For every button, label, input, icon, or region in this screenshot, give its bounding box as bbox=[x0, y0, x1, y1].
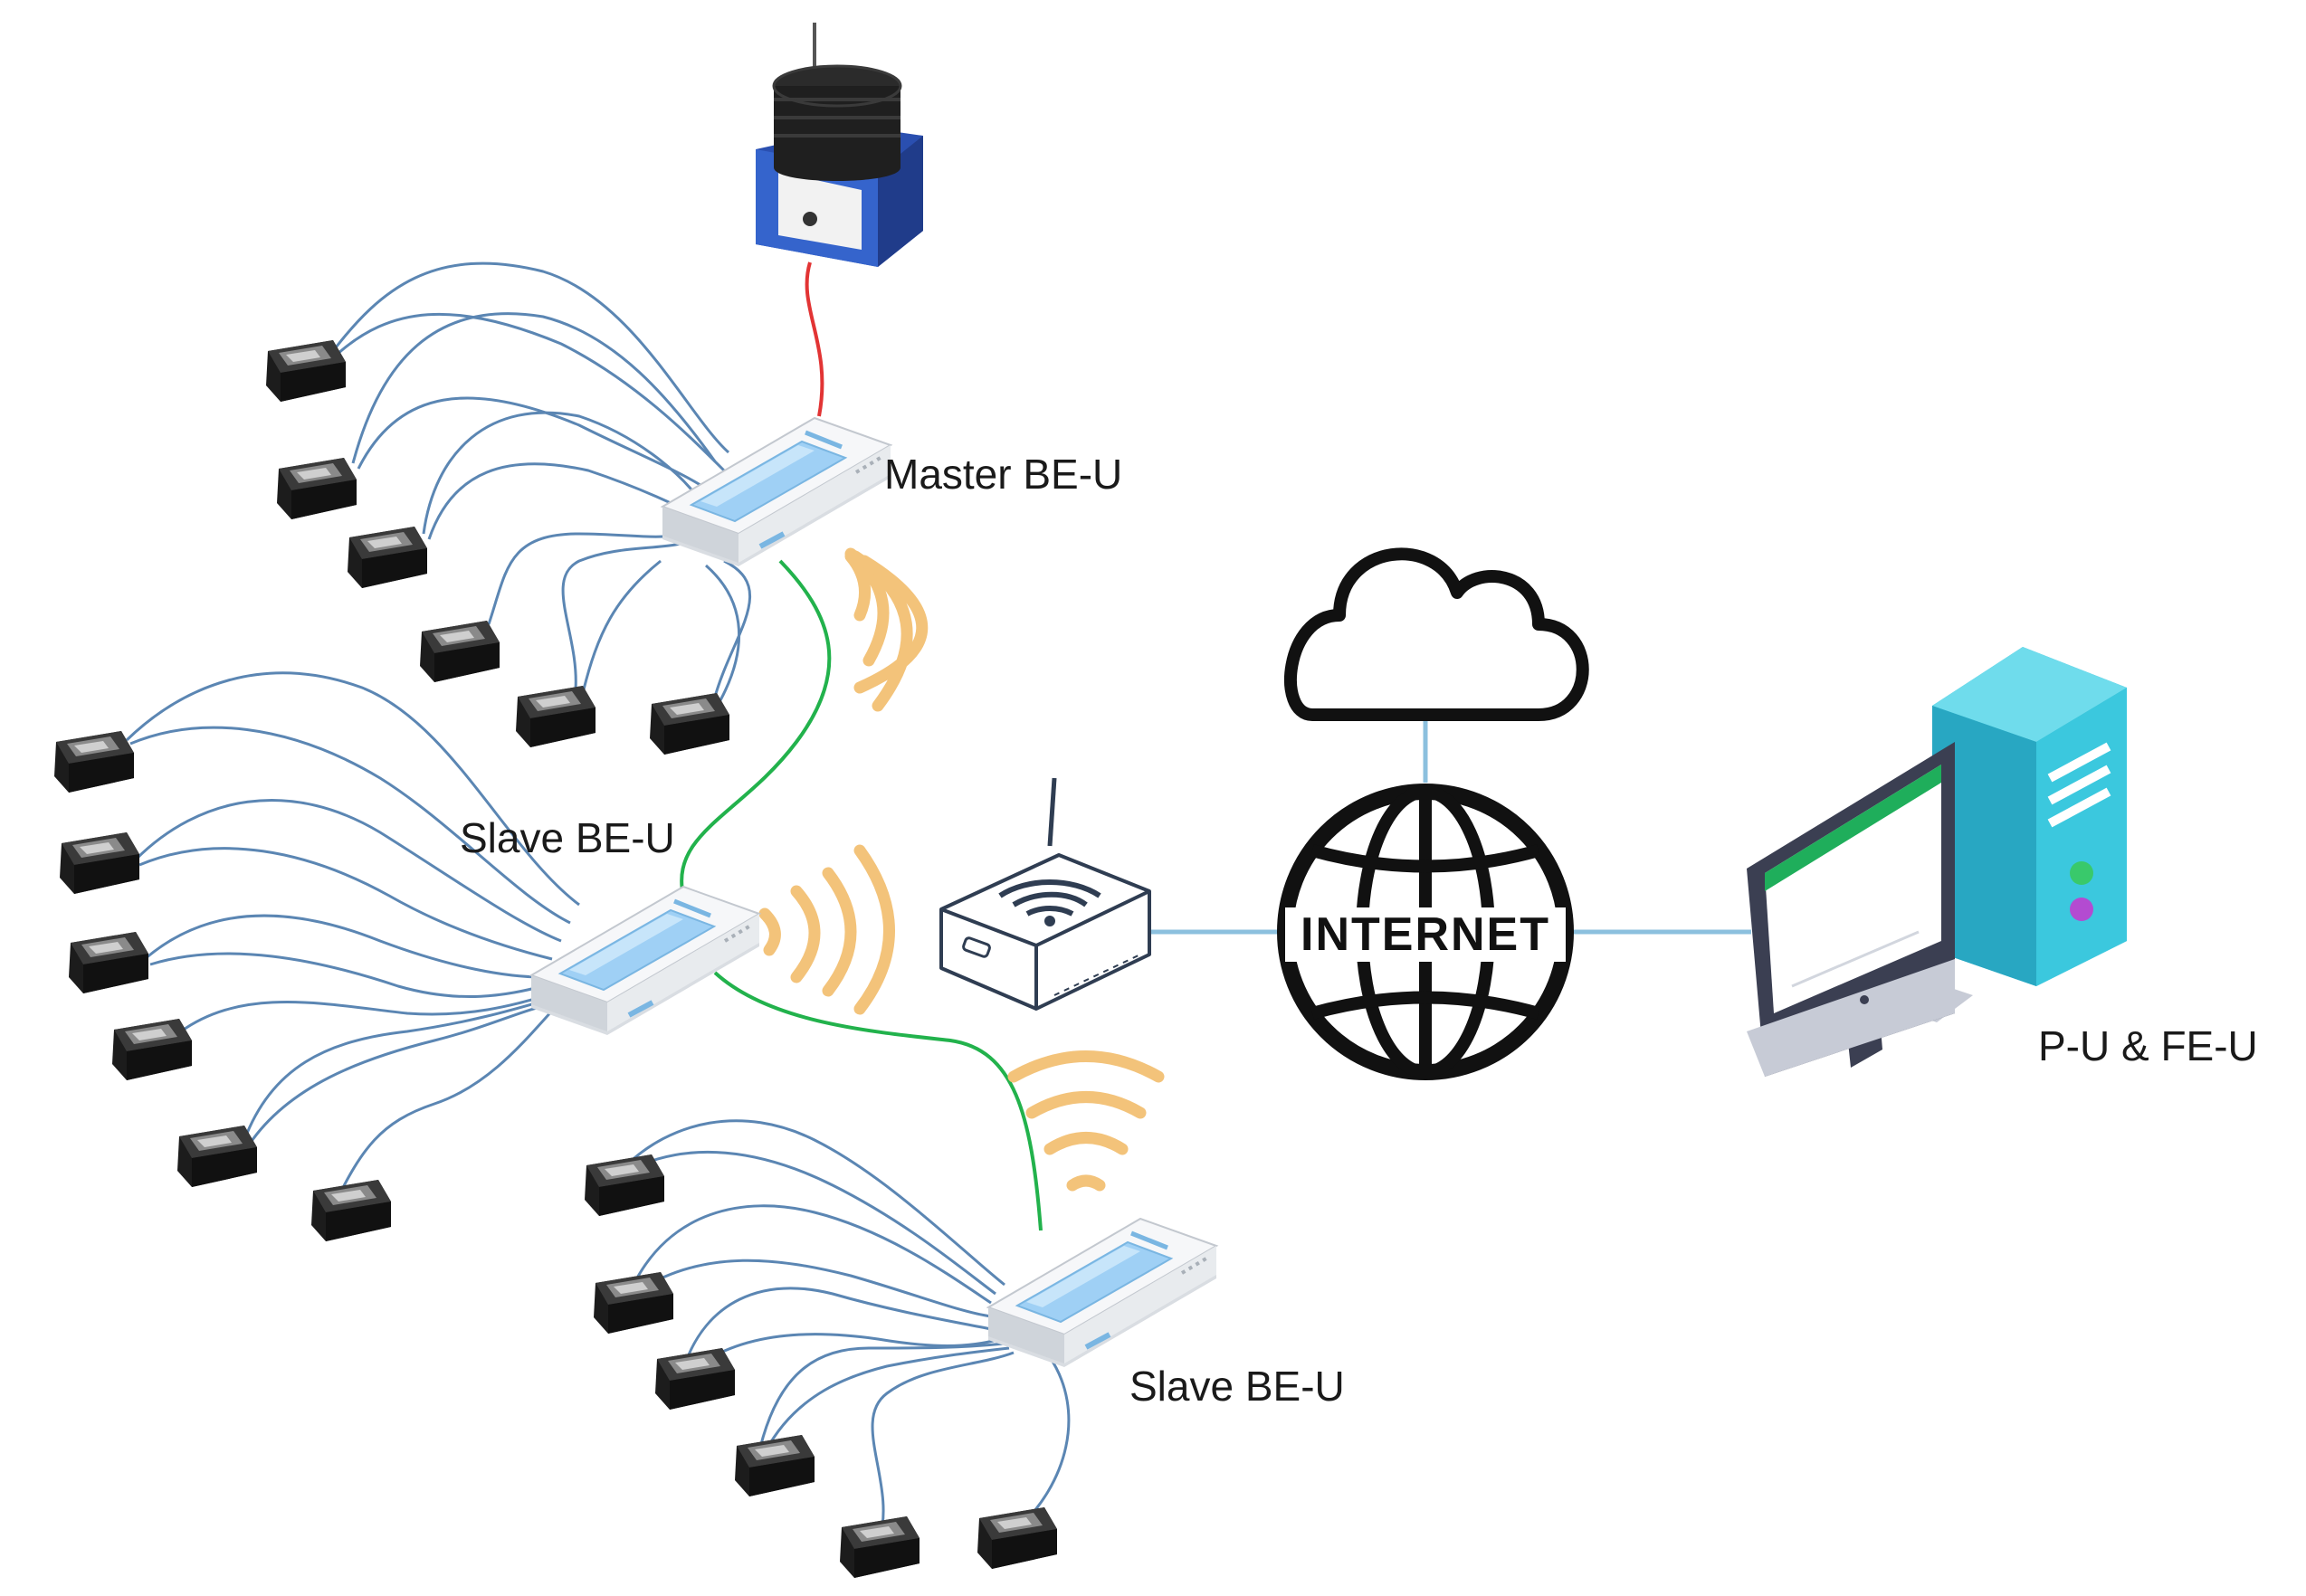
sensor-node-icon bbox=[277, 458, 357, 519]
sensor-node-icon bbox=[977, 1507, 1057, 1569]
sensor-node-icon bbox=[420, 621, 500, 682]
master-be-u-label: Master BE-U bbox=[884, 451, 1122, 498]
internet-label: INTERNET bbox=[1301, 908, 1550, 961]
sensor-node-icon bbox=[348, 527, 427, 588]
master-be-unit-icon bbox=[662, 418, 891, 566]
slave1-be-unit-icon bbox=[531, 887, 759, 1035]
antenna-icon bbox=[756, 23, 923, 267]
sensor-node-icon bbox=[266, 340, 346, 402]
wireless-waves-master bbox=[844, 547, 929, 712]
wireless-waves-slave1 bbox=[758, 844, 895, 1015]
sensor-node-icon bbox=[516, 686, 596, 747]
sensor-node-icon bbox=[69, 932, 148, 993]
wifi-router-icon bbox=[939, 777, 1151, 1011]
slave2-sensor-group bbox=[585, 1154, 1057, 1578]
sensor-node-icon bbox=[594, 1272, 673, 1334]
sensor-node-icon bbox=[177, 1126, 257, 1187]
mesh-link-slave1-slave2 bbox=[713, 971, 1043, 1231]
computer-label: P-U & FE-U bbox=[2038, 1022, 2258, 1069]
slave2-be-unit-icon bbox=[988, 1219, 1216, 1367]
slave2-be-u-label: Slave BE-U bbox=[1129, 1363, 1345, 1410]
slave1-sensor-cables bbox=[125, 671, 580, 1204]
wireless-waves-slave2 bbox=[1007, 1050, 1165, 1192]
sensor-node-icon bbox=[54, 731, 134, 793]
mesh-link-master-slave1 bbox=[680, 559, 832, 897]
sensor-node-icon bbox=[60, 832, 139, 894]
cloud-icon bbox=[1284, 547, 1589, 721]
sensor-node-icon bbox=[585, 1154, 664, 1216]
desktop-computer-icon bbox=[1747, 647, 2127, 1077]
sensor-node-icon bbox=[650, 693, 729, 755]
globe-icon bbox=[1277, 784, 1574, 1080]
slave2-sensor-cables bbox=[623, 1119, 1071, 1539]
sensor-node-icon bbox=[735, 1435, 815, 1496]
sensor-node-icon bbox=[655, 1348, 735, 1410]
antenna-cable bbox=[805, 261, 824, 417]
slave1-be-u-label: Slave BE-U bbox=[460, 814, 675, 861]
master-sensor-cables bbox=[331, 261, 752, 701]
sensor-node-icon bbox=[840, 1516, 920, 1578]
sensor-node-icon bbox=[311, 1180, 391, 1241]
sensor-node-icon bbox=[112, 1019, 192, 1080]
